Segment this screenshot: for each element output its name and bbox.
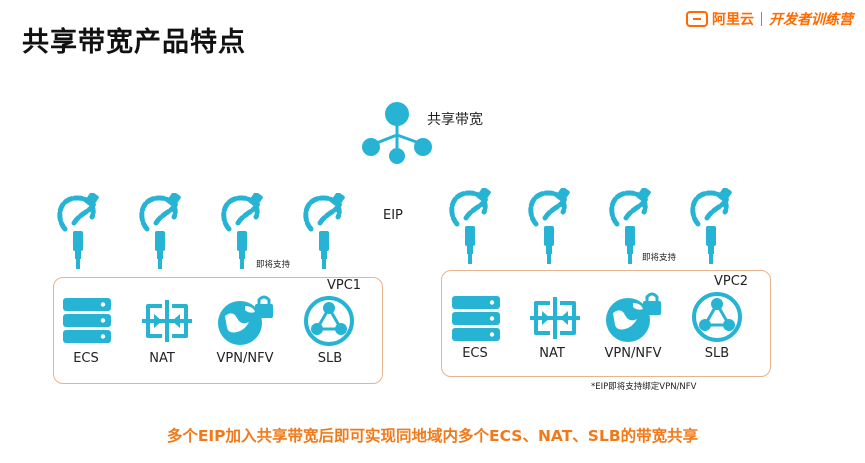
aliyun-logo-icon	[686, 11, 708, 27]
vpn-globe-icon	[606, 292, 661, 342]
eip-icon	[608, 188, 656, 272]
slb-icon	[304, 296, 354, 346]
service-label: NAT	[539, 346, 565, 361]
eip-icon	[56, 193, 104, 277]
eip-icon	[138, 193, 186, 277]
vpc2-name: VPC2	[714, 274, 749, 289]
service-label: ECS	[462, 346, 488, 361]
eip-icon	[302, 193, 350, 277]
service-label: SLB	[704, 346, 730, 361]
logo-sub-text: 开发者训练营	[769, 12, 853, 28]
eip-icon	[527, 188, 575, 272]
service-label: ECS	[73, 351, 99, 366]
summary-text: 多个EIP加入共享带宽后即可实现同地域内多个ECS、NAT、SLB的带宽共享	[166, 427, 699, 445]
service-label: VPN/NFV	[604, 346, 662, 361]
nat-gateway-icon	[142, 300, 192, 342]
vpc2-note: 即将支持	[642, 253, 677, 263]
nat-gateway-icon	[530, 297, 580, 339]
hub-label: 共享带宽	[427, 112, 483, 128]
eip-icon	[220, 193, 268, 277]
logo-brand-text: 阿里云	[712, 12, 754, 28]
ecs-server-icon	[452, 296, 500, 341]
brand-logo: 阿里云 开发者训练营	[686, 8, 853, 30]
vpc2-footnote: *EIP即将支持绑定VPN/NFV	[591, 382, 697, 392]
shared-bandwidth-icon	[362, 102, 432, 164]
vpc1-note: 即将支持	[256, 260, 291, 270]
ecs-server-icon	[63, 298, 111, 343]
vpc1-box	[53, 277, 383, 384]
service-label: NAT	[149, 351, 175, 366]
eip-icon	[448, 188, 496, 272]
vpc2-box	[441, 270, 771, 377]
slb-icon	[692, 292, 742, 342]
service-label: VPN/NFV	[216, 351, 274, 366]
vpn-globe-icon	[218, 295, 273, 345]
page-title: 共享带宽产品特点	[22, 27, 246, 58]
eip-label: EIP	[383, 208, 403, 223]
vpc1-name: VPC1	[327, 278, 362, 293]
logo-divider	[761, 12, 762, 26]
eip-icon	[689, 188, 737, 272]
service-label: SLB	[317, 351, 343, 366]
